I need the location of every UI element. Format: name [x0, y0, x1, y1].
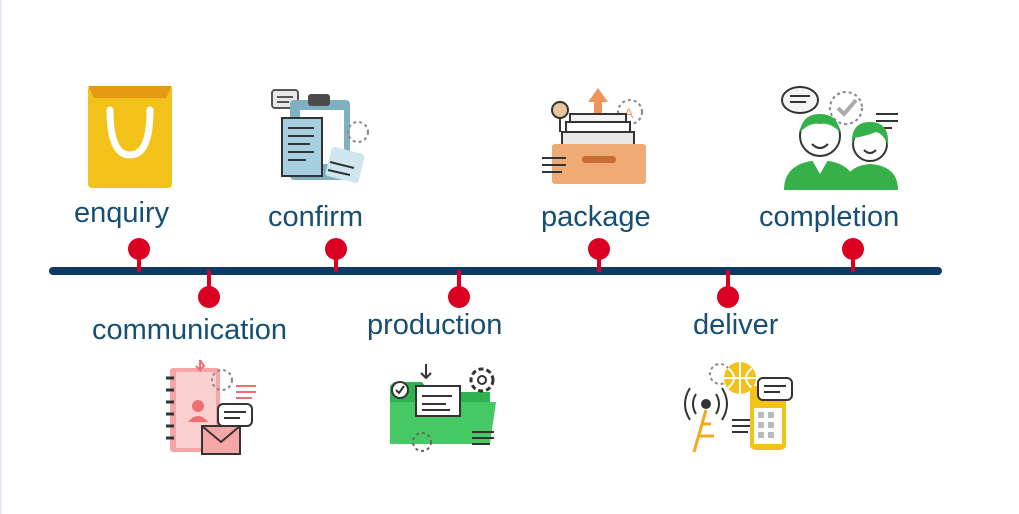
folder-gear-icon — [386, 362, 502, 454]
marker-dot-completion — [842, 238, 864, 260]
marker-stem-confirm — [334, 250, 338, 272]
clipboard-document-icon — [270, 88, 370, 188]
marker-dot-deliver — [717, 286, 739, 308]
marker-dot-package — [588, 238, 610, 260]
stage-label-completion: completion — [759, 201, 900, 233]
marker-stem-deliver — [726, 270, 730, 292]
stage-label-communication: communication — [92, 314, 288, 346]
stage-label-deliver: deliver — [693, 309, 779, 341]
marker-dot-production — [448, 286, 470, 308]
left-edge-line — [0, 0, 2, 514]
customers-chat-icon — [780, 84, 902, 192]
svg-text:A: A — [624, 105, 634, 121]
antenna-globe-phone-icon — [684, 360, 796, 456]
stage-label-package: package — [541, 201, 651, 233]
shopping-bag-icon — [86, 80, 174, 190]
stage-label-enquiry: enquiry — [74, 197, 170, 229]
marker-dot-communication — [198, 286, 220, 308]
marker-stem-enquiry — [137, 250, 141, 272]
timeline-axis — [49, 267, 942, 275]
marker-dot-confirm — [325, 238, 347, 260]
stage-label-production: production — [367, 309, 503, 341]
marker-stem-production — [457, 270, 461, 292]
marker-stem-package — [597, 250, 601, 272]
marker-stem-completion — [851, 250, 855, 272]
address-book-mail-icon — [162, 360, 260, 456]
marker-stem-communication — [207, 270, 211, 292]
archive-drawer-icon: A — [540, 88, 650, 188]
marker-dot-enquiry — [128, 238, 150, 260]
stage-label-confirm: confirm — [268, 201, 364, 233]
